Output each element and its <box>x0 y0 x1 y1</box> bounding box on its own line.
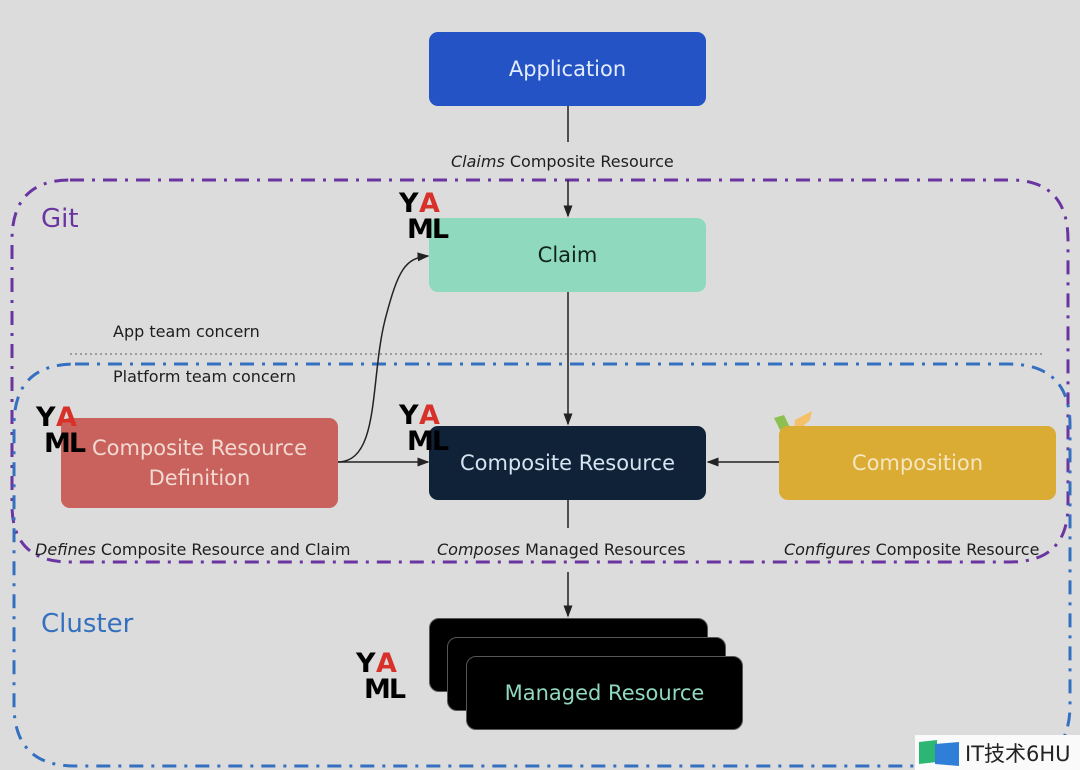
cluster-region-border <box>12 362 1072 768</box>
yaml-a: A <box>419 400 440 431</box>
claim-label: Claim <box>537 243 598 267</box>
yaml-y: Y <box>399 400 419 431</box>
edge-xrd-claim <box>337 252 430 463</box>
watermark-logo-icon <box>919 739 959 766</box>
yaml-ml: ML <box>407 214 449 245</box>
claims-object: Composite Resource <box>504 152 674 171</box>
git-region-border <box>10 178 1070 564</box>
application-label: Application <box>508 57 627 81</box>
defines-verb: Defines <box>35 540 96 559</box>
app-team-concern-label: App team concern <box>113 322 260 341</box>
managed-resource-label: Managed Resource <box>504 681 705 705</box>
platform-team-concern-label: Platform team concern <box>113 367 296 386</box>
claims-verb: Claims <box>451 152 505 171</box>
watermark: IT技术6HU <box>915 735 1080 770</box>
claim-node[interactable]: Claim <box>429 218 706 292</box>
yaml-y: Y <box>36 402 56 433</box>
configures-edge-label: Configures Composite Resource <box>784 540 1039 559</box>
composes-verb: Composes <box>437 540 521 559</box>
composes-edge-label: Composes Managed Resources <box>437 540 686 559</box>
defines-object: Composite Resource and Claim <box>95 540 351 559</box>
yaml-a: A <box>56 402 77 433</box>
composition-node[interactable]: Composition <box>779 426 1056 500</box>
composite-resource-node[interactable]: Composite Resource <box>429 426 706 500</box>
yaml-ml: ML <box>364 674 406 705</box>
defines-edge-label: Defines Composite Resource and Claim <box>35 540 351 559</box>
xrd-label-line1: Composite Resource <box>91 436 308 460</box>
composes-object: Managed Resources <box>520 540 686 559</box>
git-region-label: Git <box>41 204 79 234</box>
yaml-ml: ML <box>407 426 449 457</box>
yaml-a: A <box>376 648 397 679</box>
configures-object: Composite Resource <box>870 540 1040 559</box>
configures-verb: Configures <box>784 540 871 559</box>
watermark-text: IT技术6HU <box>965 741 1071 766</box>
composition-label: Composition <box>851 451 984 475</box>
managed-resource-node[interactable]: Managed Resource <box>466 656 743 730</box>
application-node[interactable]: Application <box>429 32 706 106</box>
yaml-y: Y <box>399 188 419 219</box>
xrd-label-line2: Definition <box>148 466 251 490</box>
claims-edge-label: Claims Composite Resource <box>451 152 674 171</box>
cluster-region-label: Cluster <box>41 609 134 639</box>
composite-resource-label: Composite Resource <box>459 451 676 475</box>
xrd-node[interactable]: Composite Resource Definition <box>61 418 338 508</box>
yaml-ml: ML <box>44 428 86 459</box>
yaml-a: A <box>419 188 440 219</box>
yaml-y: Y <box>356 648 376 679</box>
